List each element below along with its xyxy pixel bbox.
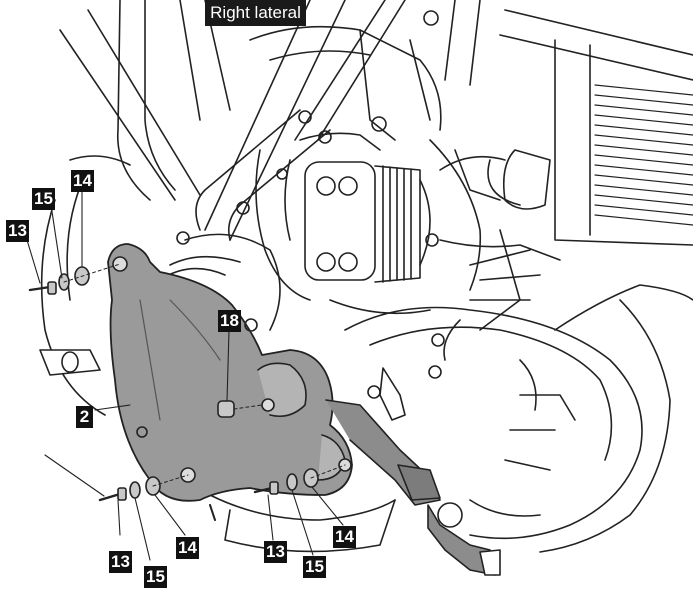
callout-washer-15-lower-right: 15 <box>303 556 326 578</box>
bolt-13-lower-right <box>269 481 279 495</box>
leader-lines <box>26 187 344 561</box>
callout-washer-15-upper: 15 <box>32 188 55 210</box>
crankcase-lower <box>344 284 693 553</box>
protection-cover <box>107 243 501 576</box>
callout-spacer-14-lower-left: 14 <box>176 537 199 559</box>
washer-15-lower-left <box>129 481 141 499</box>
callout-bolt-18: 18 <box>218 310 241 332</box>
fasteners <box>28 10 445 521</box>
callout-bolt-13-lower-left: 13 <box>109 551 132 573</box>
frame-tubes <box>59 0 481 241</box>
crankcase-front <box>39 155 396 553</box>
engine-block <box>249 25 561 361</box>
view-title: Right lateral <box>205 0 306 26</box>
bolt-18 <box>217 400 235 418</box>
callout-spacer-14-upper: 14 <box>71 170 94 192</box>
bolt-13-lower-left <box>117 487 127 501</box>
callout-protection-cover-2: 2 <box>76 406 93 428</box>
oil-cooler <box>304 161 431 283</box>
radiator-fins <box>594 84 693 226</box>
callout-bolt-13-lower-right: 13 <box>264 541 287 563</box>
callout-spacer-14-lower-right: 14 <box>333 526 356 548</box>
bolt-13-upper <box>47 281 57 295</box>
washer-15-lower-right <box>286 473 298 491</box>
radiator <box>439 9 693 246</box>
callout-bolt-13-upper: 13 <box>6 220 29 242</box>
callout-washer-15-lower-left: 15 <box>144 566 167 588</box>
